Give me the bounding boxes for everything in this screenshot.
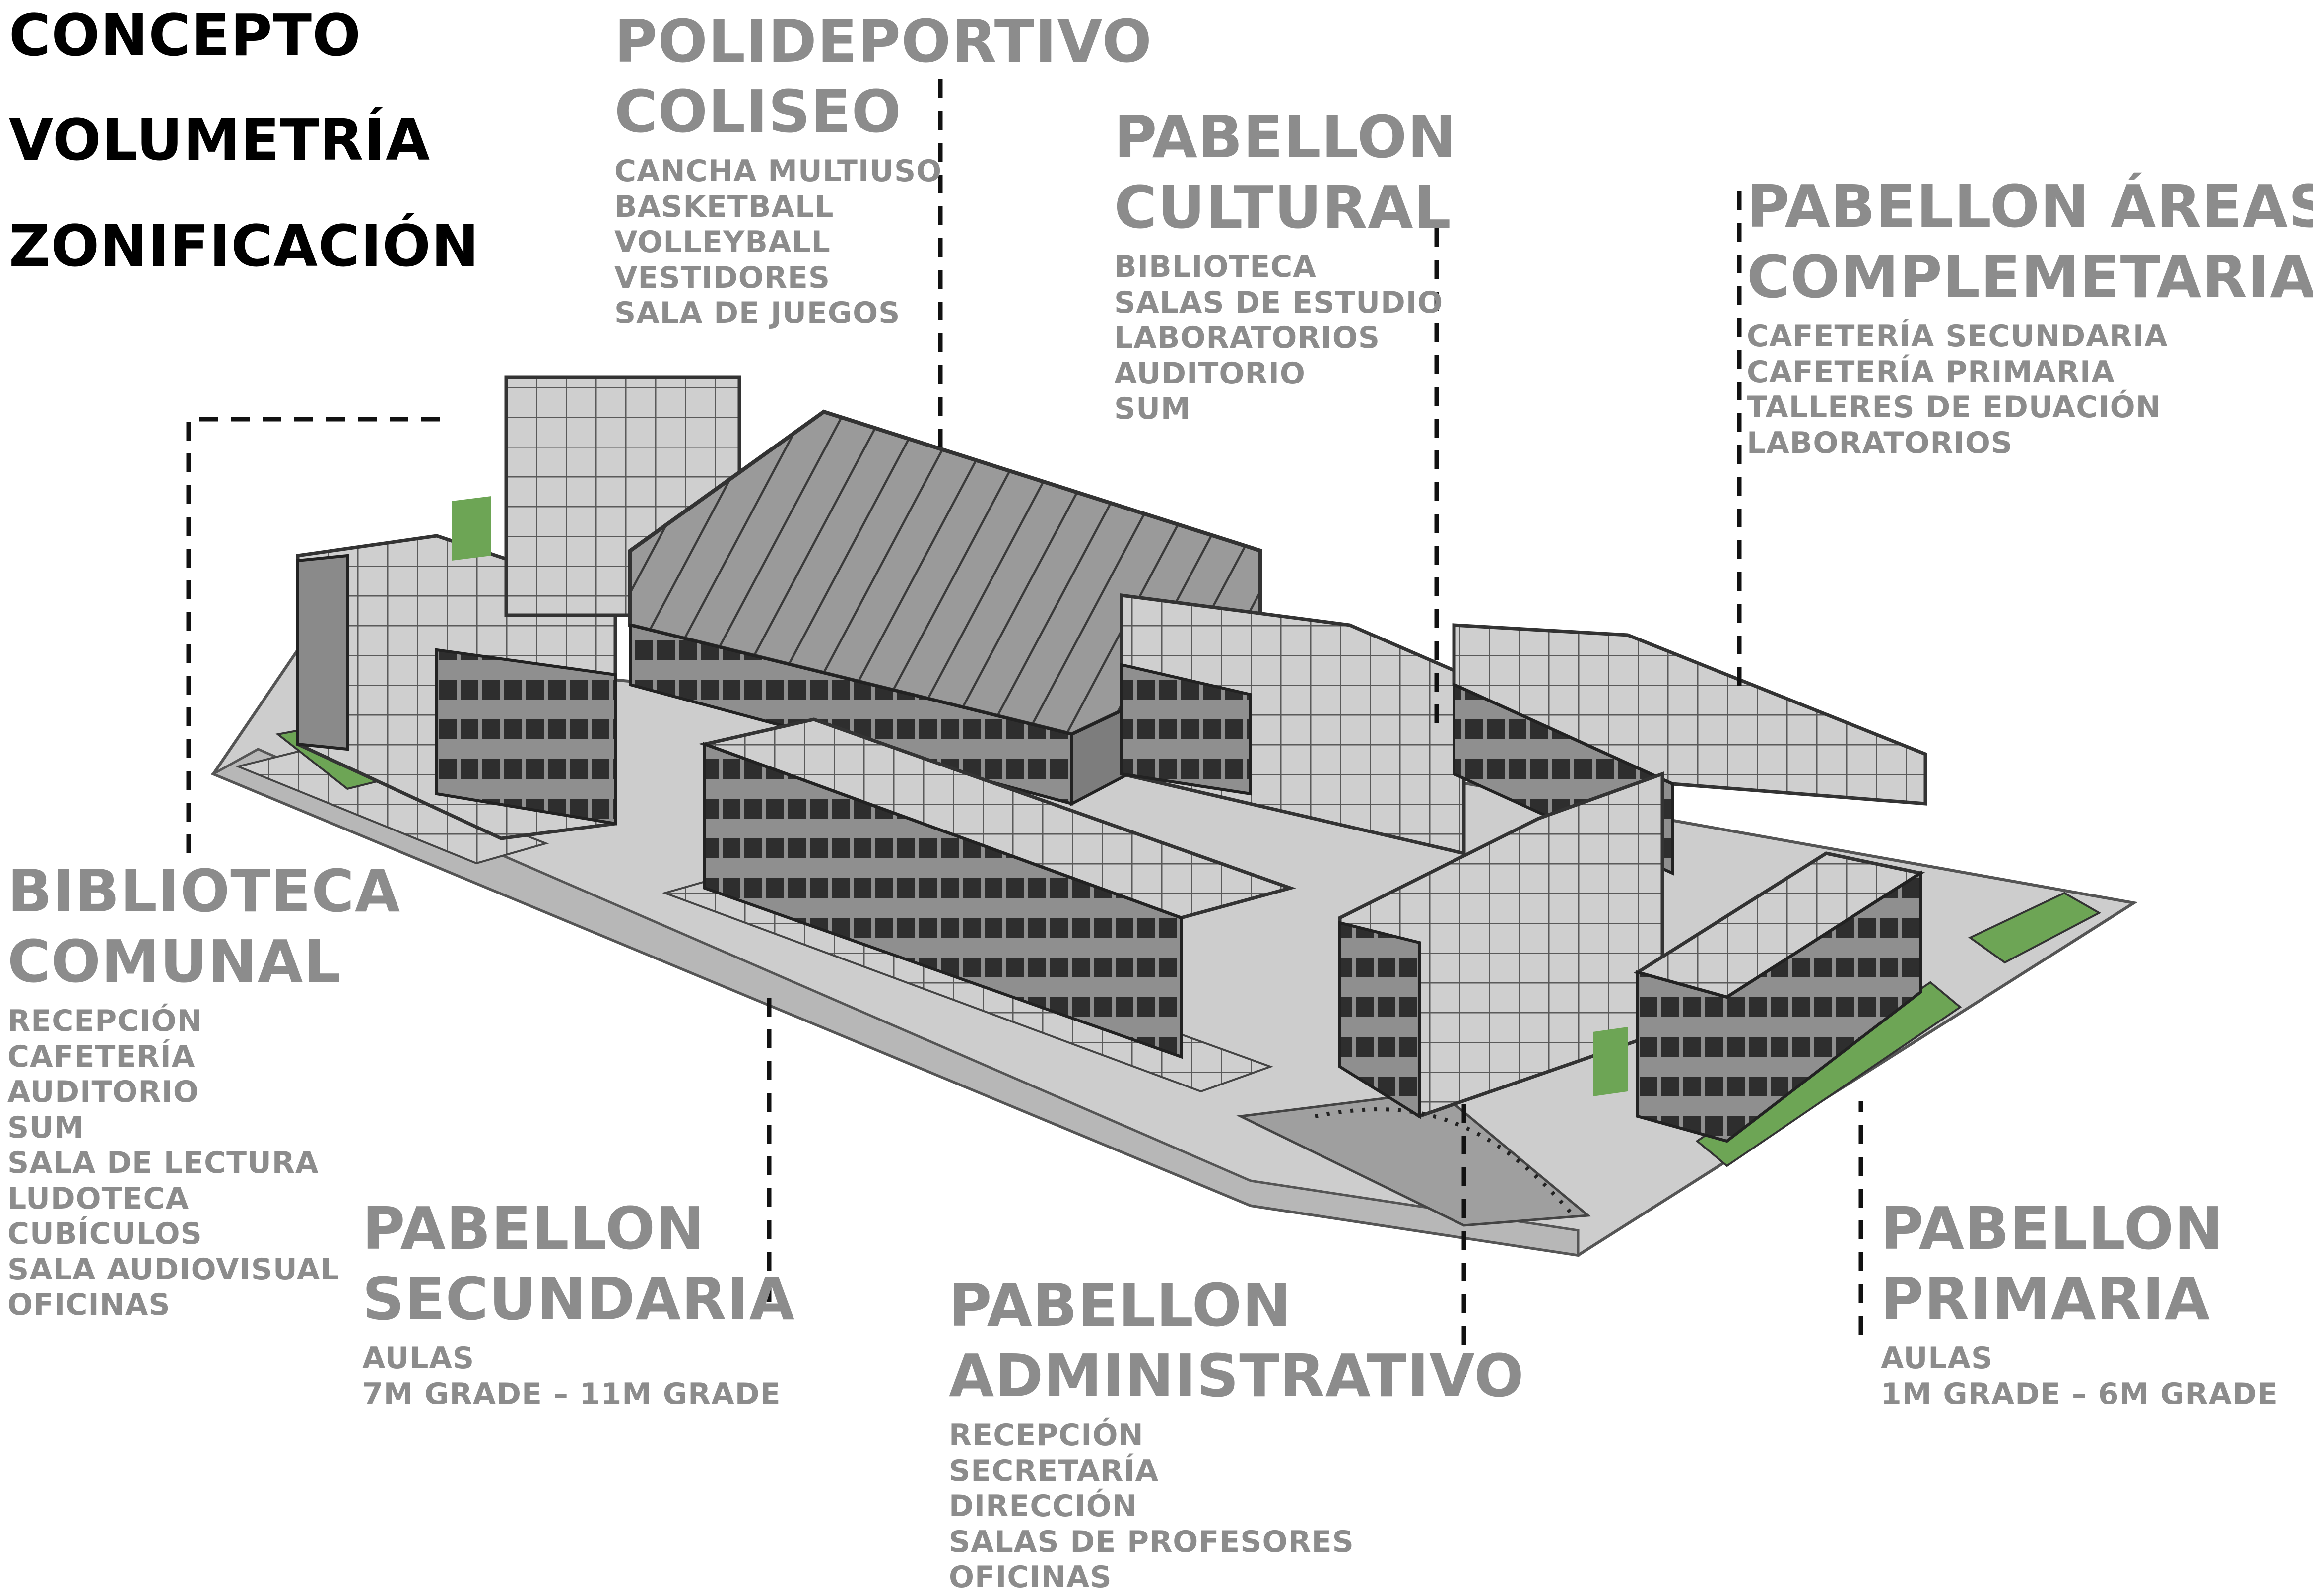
zone-item: LABORATORIOS <box>1114 320 1381 355</box>
zone-title: ADMINISTRATIVO <box>949 1341 1524 1410</box>
zone-item: LABORATORIOS <box>1747 425 2013 460</box>
zone-title: PRIMARIA <box>1881 1265 2211 1333</box>
zone-item: VOLLEYBALL <box>614 225 831 259</box>
leader-biblioteca <box>186 417 447 853</box>
zone-item: BASKETBALL <box>614 189 834 224</box>
zone-title: PABELLON ÁREAS <box>1747 172 2313 241</box>
zone-secundaria: PABELLON SECUNDARIA AULAS 7M GRADE – 11M… <box>362 1193 795 1412</box>
zone-title: PABELLON <box>949 1271 1292 1340</box>
heading-concepto: CONCEPTO <box>9 2 361 69</box>
zone-title: BIBLIOTECA <box>7 857 401 925</box>
zone-item: RECEPCIÓN <box>7 1004 202 1038</box>
zone-title: PABELLON <box>1114 103 1457 171</box>
zone-item: AULAS <box>362 1341 475 1376</box>
zone-cultural: PABELLON CULTURAL BIBLIOTECA SALAS DE ES… <box>1114 102 1457 427</box>
biblioteca-stair-core <box>296 554 349 751</box>
zone-title: PABELLON <box>362 1194 705 1263</box>
zone-item: BIBLIOTECA <box>1114 250 1317 284</box>
zone-item: RECEPCIÓN <box>949 1418 1144 1453</box>
zone-title: COMPLEMETARIAS <box>1747 243 2313 311</box>
entrance-plaza <box>1236 1090 1591 1227</box>
zone-item: SUM <box>7 1110 84 1145</box>
cultural-facade <box>1120 663 1252 796</box>
zone-polideportivo: POLIDEPORTIVO COLISEO CANCHA MULTIUSO BA… <box>614 6 1152 331</box>
zone-item: VESTIDORES <box>614 260 831 295</box>
zone-item: TALLERES DE EDUACIÓN <box>1747 390 2161 425</box>
secundaria-facade <box>703 742 1183 1059</box>
biblioteca-facade <box>435 648 617 826</box>
zone-item: CAFETERÍA SECUNDARIA <box>1747 319 2168 354</box>
zone-item: CANCHA MULTIUSO <box>614 154 942 189</box>
zone-title: COLISEO <box>614 77 902 146</box>
zone-item: AULAS <box>1881 1341 1993 1376</box>
zone-item: CAFETERÍA PRIMARIA <box>1747 354 2115 389</box>
zone-title: SECUNDARIA <box>362 1265 795 1333</box>
zone-title: PABELLON <box>1881 1194 2224 1263</box>
zone-item: OFICINAS <box>949 1560 1112 1595</box>
zone-item: LUDOTECA <box>7 1181 190 1216</box>
administrativo-facade <box>1338 921 1421 1119</box>
zone-primaria: PABELLON PRIMARIA AULAS 1M GRADE – 6M GR… <box>1881 1193 2278 1412</box>
zone-title: POLIDEPORTIVO <box>614 7 1152 75</box>
zone-biblioteca: BIBLIOTECA COMUNAL RECEPCIÓN CAFETERÍA A… <box>7 856 400 1323</box>
zone-item: SALAS DE ESTUDIO <box>1114 285 1444 320</box>
zone-complementarias: PABELLON ÁREAS COMPLEMETARIAS CAFETERÍA … <box>1747 171 2313 461</box>
leader-lines <box>186 79 1863 1377</box>
zone-item: SECRETARÍA <box>949 1453 1159 1488</box>
biblioteca-green-wall <box>452 496 491 561</box>
zone-item: SALAS DE PROFESORES <box>949 1524 1354 1559</box>
primaria-facade <box>1636 870 1922 1143</box>
zone-item: CAFETERÍA <box>7 1039 196 1074</box>
zone-item: CUBÍCULOS <box>7 1216 202 1251</box>
primaria-green-wall <box>1593 1027 1628 1096</box>
zone-title: CULTURAL <box>1114 173 1452 242</box>
zone-item: AUDITORIO <box>7 1075 199 1109</box>
heading-volumetria: VOLUMETRÍA <box>9 107 431 174</box>
zone-item: 1M GRADE – 6M GRADE <box>1881 1376 2278 1411</box>
heading-zonificacion: ZONIFICACIÓN <box>9 213 480 280</box>
zone-item: SALA DE JUEGOS <box>614 296 901 330</box>
zone-administrativo: PABELLON ADMINISTRATIVO RECEPCIÓN SECRET… <box>949 1270 1524 1596</box>
zone-item: SUM <box>1114 391 1191 426</box>
zone-title: COMUNAL <box>7 927 341 996</box>
zone-item: AUDITORIO <box>1114 356 1306 391</box>
zone-item: DIRECCIÓN <box>949 1489 1137 1524</box>
zone-item: SALA DE LECTURA <box>7 1146 319 1180</box>
zone-item: 7M GRADE – 11M GRADE <box>362 1376 781 1411</box>
zone-item: OFICINAS <box>7 1287 171 1322</box>
zone-item: SALA AUDIOVISUAL <box>7 1252 340 1287</box>
parking-strip-left <box>235 748 549 865</box>
green-area-east <box>1968 892 2102 964</box>
